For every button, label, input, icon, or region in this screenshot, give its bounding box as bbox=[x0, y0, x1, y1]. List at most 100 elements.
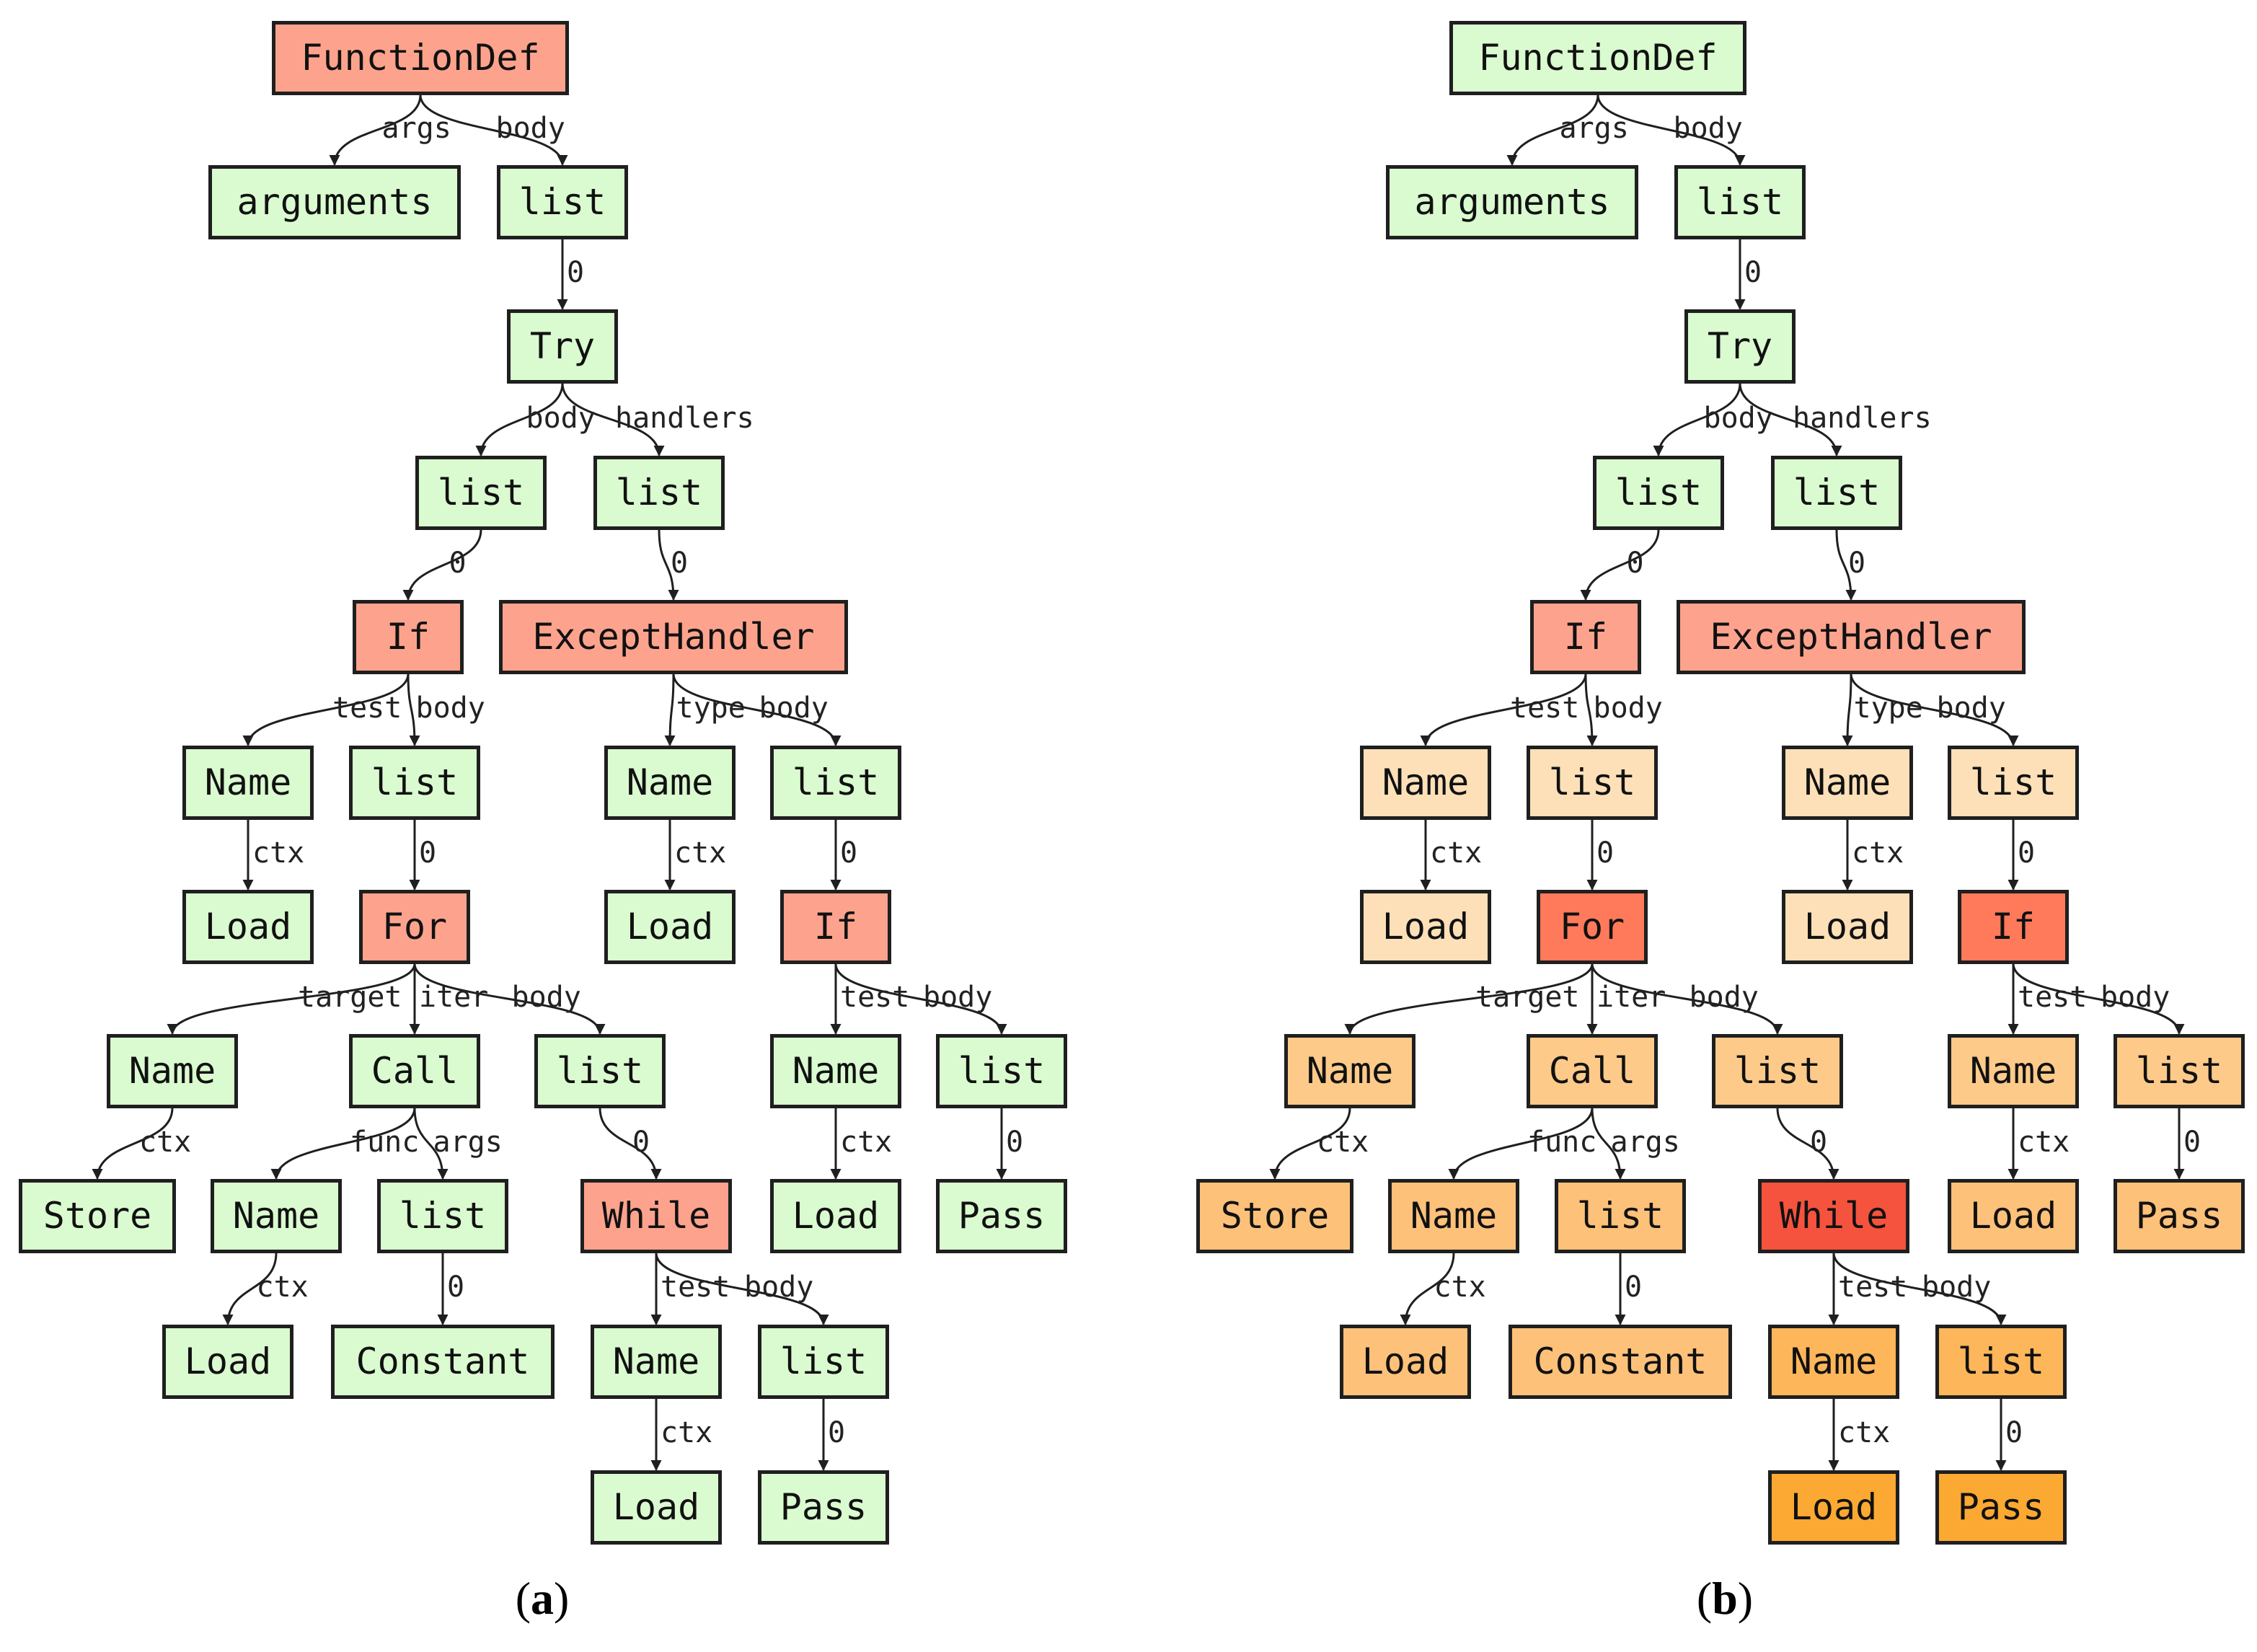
node-label-a-pass2: Pass bbox=[779, 1486, 867, 1528]
node-b-name6: Name bbox=[1768, 1324, 1899, 1399]
edge-label-b-listHandlers-except: 0 bbox=[1848, 547, 1866, 580]
edge-a-name5-load4 bbox=[222, 1253, 278, 1325]
node-b-name4: Name bbox=[1948, 1033, 2079, 1108]
edge-label-a-for-name3: target bbox=[298, 981, 402, 1014]
node-label-a-name2: Name bbox=[626, 761, 714, 803]
node-label-a-load4: Load bbox=[184, 1340, 272, 1382]
node-label-a-listHandlers: list bbox=[615, 472, 703, 513]
node-label-a-for: For bbox=[381, 906, 448, 948]
node-label-b-pass2: Pass bbox=[1957, 1486, 2045, 1528]
edge-label-b-while-list7: body bbox=[1922, 1271, 1992, 1304]
edge-b-name3-store bbox=[1269, 1108, 1351, 1180]
edge-label-b-list3-if2: 0 bbox=[2018, 836, 2036, 870]
edge-label-a-except-list3: body bbox=[759, 692, 829, 725]
node-label-b-pass1: Pass bbox=[2135, 1195, 2223, 1237]
edge-a-call-list6 bbox=[413, 1108, 449, 1180]
node-a-list1: list bbox=[497, 164, 628, 239]
edge-label-b-name4-load3: ctx bbox=[2018, 1125, 2070, 1159]
node-b-pass2: Pass bbox=[1935, 1470, 2067, 1545]
node-label-a-fd: FunctionDef bbox=[301, 37, 540, 79]
node-label-a-list1: list bbox=[518, 181, 606, 223]
edge-b-if2-list5 bbox=[2012, 963, 2185, 1035]
edge-label-a-list6-constant: 0 bbox=[447, 1271, 465, 1304]
node-b-if1: If bbox=[1530, 599, 1641, 674]
node-label-a-name1: Name bbox=[204, 761, 292, 803]
node-b-try: Try bbox=[1684, 309, 1796, 384]
node-label-a-load5: Load bbox=[612, 1486, 700, 1528]
node-label-b-name6: Name bbox=[1790, 1340, 1878, 1382]
edge-a-listHandlers-except bbox=[658, 529, 679, 601]
node-label-a-arguments: arguments bbox=[237, 181, 433, 223]
edge-label-a-list3-if2: 0 bbox=[840, 836, 858, 870]
node-b-name2: Name bbox=[1782, 745, 1913, 820]
edge-label-b-for-call: iter bbox=[1596, 981, 1666, 1014]
node-label-a-call: Call bbox=[371, 1050, 459, 1092]
node-b-listBody: list bbox=[1593, 455, 1724, 530]
edge-a-fd-list1 bbox=[419, 94, 568, 166]
edge-label-b-list5-pass1: 0 bbox=[2183, 1125, 2201, 1159]
node-label-b-listBody: list bbox=[1615, 472, 1702, 513]
edge-label-a-while-name6: test bbox=[661, 1271, 730, 1304]
edge-label-b-call-name5: func bbox=[1527, 1125, 1597, 1159]
edge-b-except-list3 bbox=[1850, 673, 2019, 746]
node-label-a-except: ExceptHandler bbox=[532, 616, 815, 658]
caption-panel-b: (b) bbox=[1696, 1573, 1754, 1624]
node-b-list1: list bbox=[1674, 164, 1806, 239]
node-label-b-list1: list bbox=[1696, 181, 1784, 223]
edge-label-b-for-name3: target bbox=[1475, 981, 1580, 1014]
edge-label-a-fd-list1: body bbox=[495, 112, 565, 145]
node-label-a-name6: Name bbox=[612, 1340, 700, 1382]
node-b-if2: If bbox=[1958, 889, 2069, 964]
node-b-name5: Name bbox=[1388, 1178, 1519, 1253]
node-a-name3: Name bbox=[107, 1033, 238, 1108]
node-a-load3: Load bbox=[770, 1178, 901, 1253]
node-label-a-list3: list bbox=[792, 761, 880, 803]
node-label-b-store: Store bbox=[1220, 1195, 1330, 1237]
edge-label-b-name6-load5: ctx bbox=[1838, 1416, 1891, 1449]
node-label-b-list4: list bbox=[1733, 1050, 1821, 1092]
edge-label-b-try-listBody: body bbox=[1703, 401, 1773, 435]
node-b-load4: Load bbox=[1340, 1324, 1471, 1399]
node-label-b-load5: Load bbox=[1790, 1486, 1878, 1528]
edge-label-b-except-name2: type bbox=[1853, 692, 1923, 725]
node-b-for: For bbox=[1537, 889, 1648, 964]
node-label-b-list2: list bbox=[1548, 761, 1636, 803]
node-label-a-list2: list bbox=[371, 761, 459, 803]
node-a-call: Call bbox=[349, 1033, 480, 1108]
edge-b-list4-while bbox=[1776, 1108, 1839, 1180]
node-a-list5: list bbox=[936, 1033, 1067, 1108]
node-label-a-pass1: Pass bbox=[958, 1195, 1046, 1237]
edge-a-if1-name1 bbox=[242, 673, 410, 746]
edge-b-for-list4 bbox=[1591, 963, 1783, 1035]
edge-label-a-list1-try: 0 bbox=[567, 256, 585, 289]
node-a-if2: If bbox=[780, 889, 891, 964]
node-a-load5: Load bbox=[591, 1470, 722, 1545]
edge-label-a-call-list6: args bbox=[433, 1125, 503, 1159]
node-label-b-for: For bbox=[1559, 906, 1625, 948]
node-a-name6: Name bbox=[591, 1324, 722, 1399]
node-label-b-arguments: arguments bbox=[1414, 181, 1610, 223]
edge-label-b-fd-list1: body bbox=[1673, 112, 1743, 145]
node-b-fd: FunctionDef bbox=[1449, 20, 1746, 95]
edge-label-b-if2-list5: body bbox=[2101, 981, 2170, 1014]
edge-label-b-except-list3: body bbox=[1936, 692, 2006, 725]
edge-a-except-name2 bbox=[664, 673, 676, 746]
edge-b-except-name2 bbox=[1842, 673, 1853, 746]
node-a-arguments: arguments bbox=[208, 164, 461, 239]
edge-b-if1-list2 bbox=[1584, 673, 1598, 746]
node-a-constant: Constant bbox=[331, 1324, 555, 1399]
node-b-load3: Load bbox=[1948, 1178, 2079, 1253]
node-label-a-if2: If bbox=[813, 906, 858, 948]
node-b-except: ExceptHandler bbox=[1677, 599, 2026, 674]
edge-b-try-listHandlers bbox=[1739, 383, 1842, 456]
edge-label-a-list7-pass2: 0 bbox=[828, 1416, 846, 1449]
node-label-b-try: Try bbox=[1707, 325, 1773, 367]
node-b-load1: Load bbox=[1360, 889, 1491, 964]
node-label-b-list3: list bbox=[1969, 761, 2057, 803]
node-label-b-listHandlers: list bbox=[1793, 472, 1881, 513]
node-b-arguments: arguments bbox=[1386, 164, 1638, 239]
node-a-pass1: Pass bbox=[936, 1178, 1067, 1253]
edge-a-try-listHandlers bbox=[561, 383, 665, 456]
node-b-list3: list bbox=[1948, 745, 2079, 820]
